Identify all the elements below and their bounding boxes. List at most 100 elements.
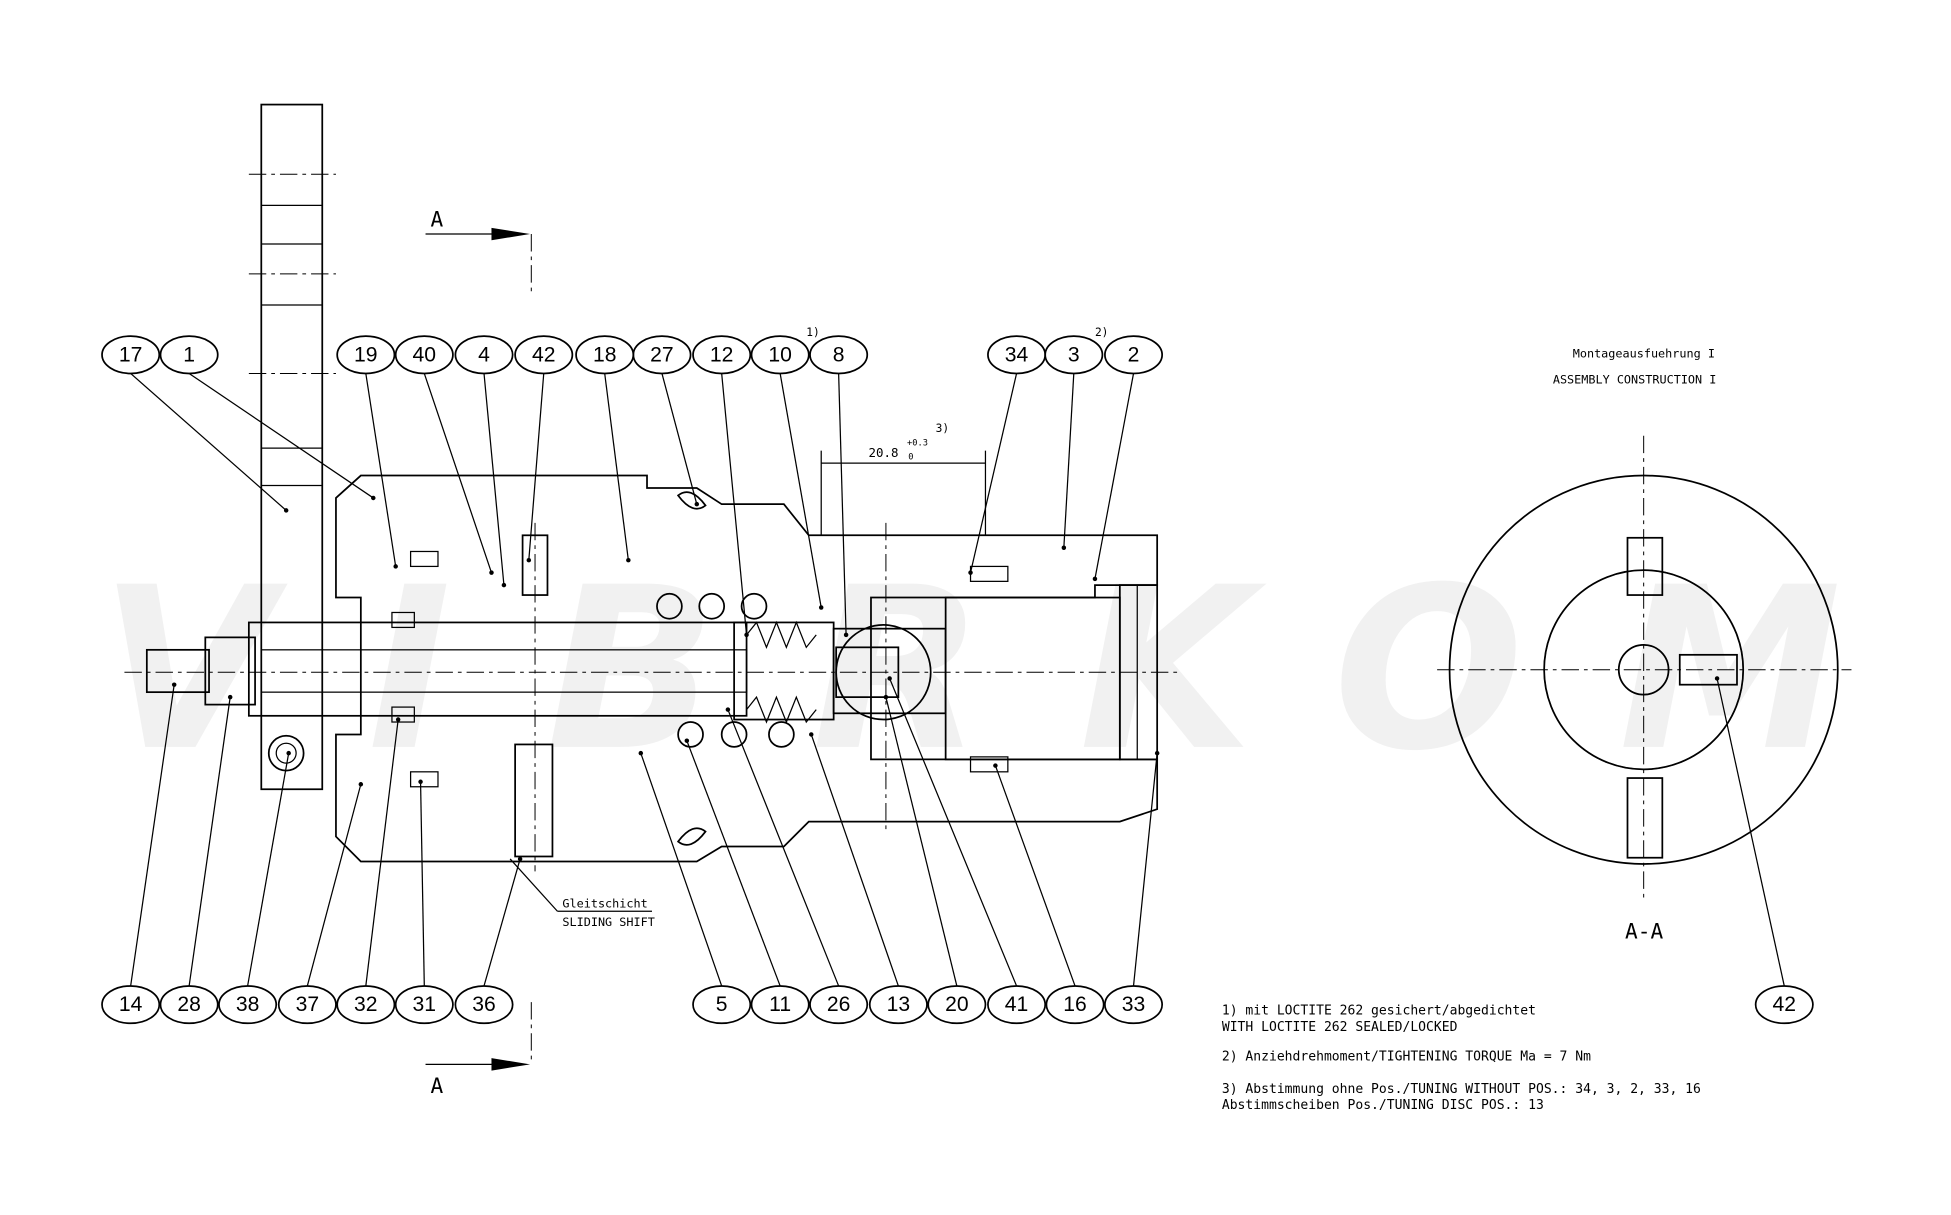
leader-dot — [1714, 676, 1720, 681]
leader-line — [365, 373, 397, 567]
leader-dot — [694, 501, 700, 507]
valve-housing — [124, 474, 1183, 872]
leader-dot — [809, 732, 814, 737]
balloon-number: 19 — [354, 343, 378, 366]
dimension-value: 20.8 — [868, 445, 898, 460]
notes-block: 1) mit LOCTITE 262 gesichert/abgedichtet… — [1222, 1004, 1701, 1114]
balloon-ellipse — [809, 335, 869, 375]
leader-dot — [227, 694, 233, 700]
part-balloon-11: 11 — [684, 738, 810, 1025]
balloon-ellipse — [454, 985, 514, 1025]
balloon-number: 3 — [1068, 343, 1080, 366]
balloon-number: 20 — [945, 993, 969, 1016]
leader-line — [483, 858, 521, 987]
part-balloon-16: 16 — [993, 763, 1105, 1025]
section-view-label: A-A — [1625, 919, 1663, 944]
sliding-line2: SLIDING SHIFT — [562, 915, 654, 929]
balloon-number: 34 — [1005, 343, 1029, 366]
section-label-a-bottom: A — [431, 1073, 444, 1098]
leader-dot — [489, 570, 494, 575]
leader-line — [130, 372, 287, 511]
section-label-a-top: A — [431, 207, 444, 232]
leader-dot — [744, 632, 749, 638]
leader-line — [969, 373, 1018, 573]
section-marker-top: A — [425, 207, 532, 293]
balloon-ellipse — [101, 335, 161, 375]
leader-line — [640, 752, 723, 987]
balloon-number: 33 — [1122, 993, 1146, 1016]
leader-line — [188, 372, 374, 499]
balloon-number: 12 — [710, 343, 734, 366]
note-ref-1: 1) — [806, 326, 819, 339]
leader-dot — [286, 750, 291, 756]
part-balloon-19: 19 — [336, 335, 398, 569]
dimension-note-ref: 3) — [936, 422, 949, 435]
leader-line — [885, 696, 958, 987]
balloon-ellipse — [101, 985, 161, 1025]
balloon-number: 16 — [1063, 993, 1087, 1016]
leader-line — [188, 697, 231, 987]
balloon-ellipse — [336, 335, 396, 375]
balloon-ellipse — [632, 335, 692, 375]
balloon-ellipse — [454, 335, 514, 375]
balloon-ellipse — [1044, 335, 1104, 375]
leader-line — [483, 373, 505, 586]
part-balloon-13: 13 — [809, 732, 928, 1025]
leader-line — [1063, 373, 1075, 548]
leader-line — [423, 373, 493, 573]
leader-line — [306, 784, 362, 987]
leader-dot — [887, 676, 892, 681]
leader-dot — [517, 856, 523, 862]
balloon-ellipse — [394, 335, 454, 375]
part-balloon-40: 40 — [394, 335, 494, 575]
part-balloon-41: 41 — [887, 676, 1047, 1025]
part-balloon-27: 27 — [632, 335, 700, 507]
leader-dot — [843, 632, 849, 638]
leader-line — [686, 740, 781, 987]
dimension-tol-lower: 0 — [908, 452, 913, 462]
balloon-number: 1 — [183, 343, 195, 366]
balloon-ellipse — [159, 985, 219, 1025]
leader-line — [246, 753, 290, 987]
balloon-number: 14 — [119, 993, 143, 1016]
balloon-ellipse — [927, 985, 987, 1025]
balloon-number: 36 — [472, 993, 496, 1016]
leader-dot — [883, 694, 889, 700]
leader-dot — [818, 605, 824, 610]
leader-line — [661, 373, 698, 505]
part-balloon-17: 17 — [101, 335, 289, 513]
balloon-number: 2 — [1128, 343, 1140, 366]
leader-line — [1132, 753, 1158, 987]
part-balloon-36: 36 — [454, 856, 523, 1025]
balloon-ellipse — [987, 985, 1047, 1025]
part-balloon-33: 33 — [1104, 750, 1164, 1025]
note-3-discs: Abstimmscheiben Pos./TUNING DISC POS.: 1… — [1222, 1098, 1544, 1113]
note-1-de: 1) mit LOCTITE 262 gesichert/abgedichtet — [1222, 1004, 1536, 1019]
balloon-number: 11 — [769, 993, 791, 1016]
balloon-ellipse — [514, 335, 574, 375]
leader-dot — [725, 707, 731, 712]
part-balloon-18: 18 — [575, 335, 635, 563]
leader-dot — [1092, 576, 1098, 582]
leader-dot — [968, 570, 973, 575]
balloon-number: 26 — [827, 993, 851, 1016]
balloon-number: 42 — [532, 343, 556, 366]
part-balloon-28: 28 — [159, 694, 233, 1025]
balloon-number: 28 — [177, 993, 201, 1016]
balloon-number: 17 — [119, 343, 143, 366]
balloon-ellipse — [750, 985, 810, 1025]
leader-line — [779, 373, 822, 608]
balloon-ellipse — [1104, 335, 1164, 375]
leader-line — [810, 734, 899, 987]
leader-line — [721, 373, 748, 635]
leader-dot — [418, 779, 423, 785]
part-balloon-42: 42 — [1714, 676, 1814, 1025]
leader-line — [1094, 373, 1135, 579]
balloon-number: 5 — [716, 993, 728, 1016]
balloon-number: 38 — [236, 993, 260, 1016]
part-balloon-5: 5 — [638, 750, 752, 1025]
balloon-ellipse — [809, 985, 869, 1025]
leader-line — [994, 765, 1076, 987]
leader-dot — [395, 717, 401, 722]
leader-line — [889, 678, 1018, 987]
